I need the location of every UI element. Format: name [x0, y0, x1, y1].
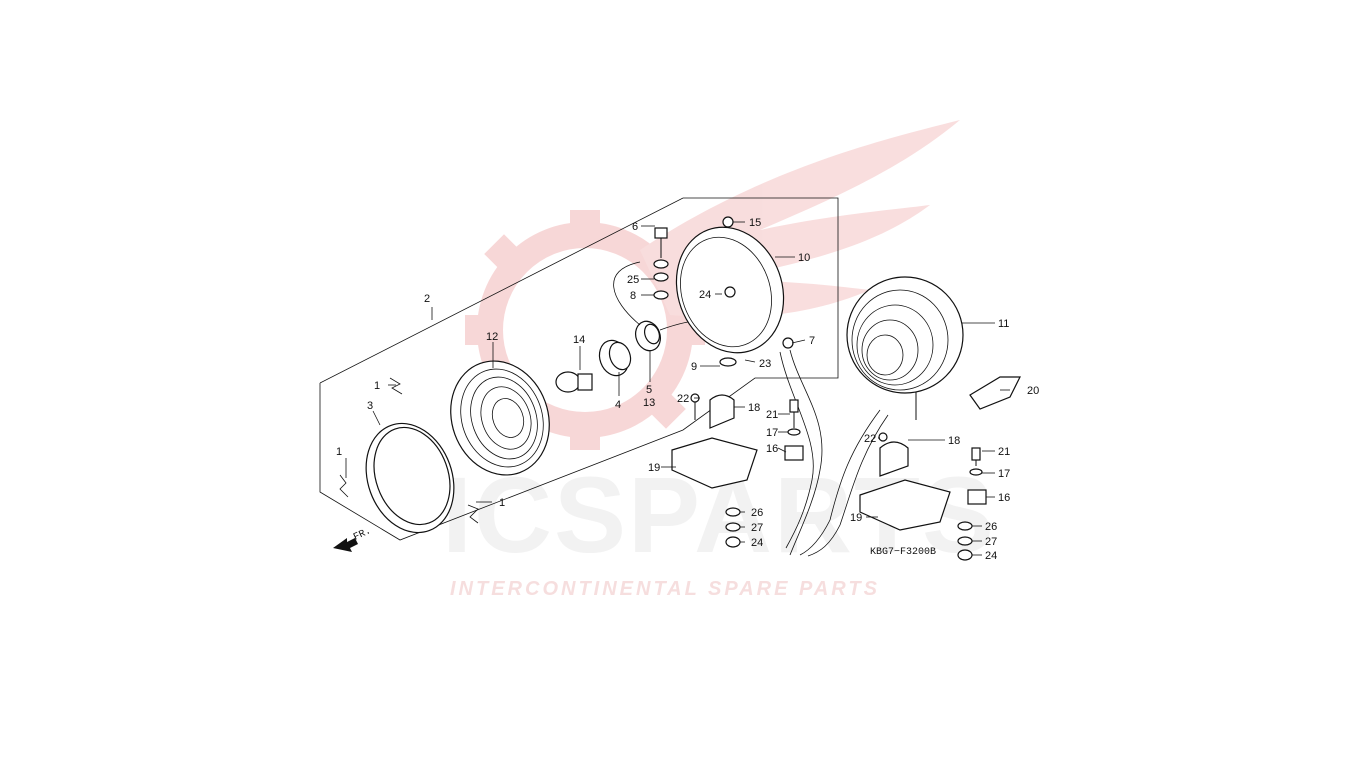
headlight-lens: [450, 360, 550, 476]
callout-25: 25: [627, 274, 639, 286]
callout-20: 20: [1027, 385, 1039, 397]
callout-18: 18: [948, 435, 960, 447]
callout-21: 21: [766, 409, 778, 421]
callout-23: 23: [759, 358, 771, 370]
assembly-boundary: [319, 197, 839, 541]
clip-parts: [339, 377, 479, 524]
callout-8: 8: [630, 290, 636, 302]
callout-13: 13: [643, 397, 655, 409]
callout-21: 21: [998, 446, 1010, 458]
callout-3: 3: [367, 400, 373, 412]
callout-24: 24: [699, 289, 711, 301]
mount-bolt: [653, 227, 669, 300]
callout-5: 5: [646, 384, 652, 396]
callout-19: 19: [850, 512, 862, 524]
callout-12: 12: [486, 331, 498, 343]
bulb: [555, 371, 593, 393]
grommet: [635, 320, 661, 352]
callout-10: 10: [798, 252, 810, 264]
diagram-code: KBG7−F3200B: [870, 547, 936, 558]
headlight-right: [846, 276, 1021, 420]
rim-ring: [365, 422, 455, 534]
callout-27: 27: [751, 522, 763, 534]
callout-1: 1: [499, 497, 505, 509]
callout-24: 24: [985, 550, 997, 562]
small-parts: [719, 216, 794, 367]
callout-22: 22: [864, 433, 876, 445]
bracket-left: [671, 393, 804, 548]
callout-14: 14: [573, 334, 585, 346]
callout-26: 26: [985, 521, 997, 533]
watermark-tagline: INTERCONTINENTAL SPARE PARTS: [450, 578, 880, 600]
callouts: 2 1 3 1 1 12 14 4 5 13 6 25 8 24 15 10 7…: [336, 217, 1039, 562]
bracket-right: [859, 432, 987, 561]
lead-wires: [779, 349, 823, 556]
leader-lines: [345, 221, 1010, 556]
callout-11: 11: [998, 318, 1009, 330]
callout-27: 27: [985, 536, 997, 548]
lead-wires-right: [799, 409, 889, 557]
callout-9: 9: [691, 361, 697, 373]
callout-4: 4: [615, 399, 621, 411]
callout-24: 24: [751, 537, 763, 549]
callout-17: 17: [766, 427, 778, 439]
callout-19: 19: [648, 462, 660, 474]
callout-1: 1: [374, 380, 380, 392]
front-direction-arrow: FR.: [333, 526, 373, 552]
arrow-icon: [333, 538, 358, 552]
callout-18: 18: [748, 402, 760, 414]
callout-7: 7: [809, 335, 815, 347]
callout-16: 16: [766, 443, 778, 455]
callout-17: 17: [998, 468, 1010, 480]
direction-label: FR.: [352, 526, 373, 544]
callout-26: 26: [751, 507, 763, 519]
callout-1: 1: [336, 446, 342, 458]
callout-15: 15: [749, 217, 761, 229]
callout-2: 2: [424, 293, 430, 305]
callout-22: 22: [677, 393, 689, 405]
callout-16: 16: [998, 492, 1010, 504]
socket: [598, 339, 632, 377]
callout-6: 6: [632, 221, 638, 233]
